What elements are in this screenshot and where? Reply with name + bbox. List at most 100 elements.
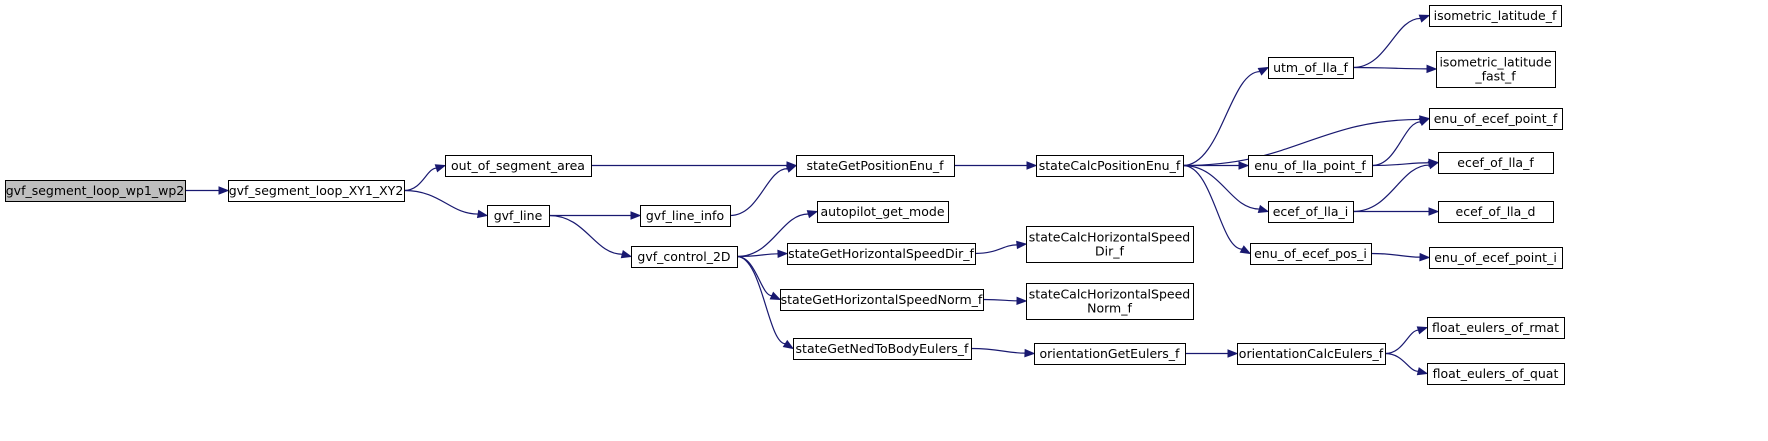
node-box [780,289,984,311]
node-eceflla_d[interactable]: ecef_of_lla_d [1438,201,1554,223]
node-sgpe[interactable]: stateGetPositionEnu_f [796,155,955,177]
arrowhead-ecefllai-to-eceflla_d [1428,207,1440,216]
edge-loopxy-to-outseg [403,167,437,192]
node-box [796,155,955,177]
arrowhead-loopxy-to-gvfline [476,209,489,219]
node-box [1268,57,1354,79]
node-gvflineinfo[interactable]: gvf_line_info [640,205,731,227]
edge-enuecefpos-to-enuecefpi [1370,252,1421,258]
node-feulquat[interactable]: float_eulers_of_quat [1427,363,1565,385]
arrowhead-gvfctrl-to-sghsn [769,291,782,301]
edge-scpe-to-ecefllai [1182,164,1260,210]
node-box [1034,343,1186,365]
node-gvfctrl[interactable]: gvf_control_2D [631,246,738,268]
node-box [487,205,550,227]
node-box [1026,226,1194,263]
arrowhead-sghsd-to-schsd [1016,240,1028,250]
node-isolat[interactable]: isometric_latitude_f [1429,5,1562,27]
arrowhead-scpe-to-enuecefpos [1239,245,1252,255]
node-oge[interactable]: orientationGetEulers_f [1034,343,1186,365]
node-enuecefpos[interactable]: enu_of_ecef_pos_i [1250,243,1372,265]
node-apmode[interactable]: autopilot_get_mode [817,201,949,223]
edge-ecefllai-to-eceflla_f [1352,164,1430,213]
node-box [445,155,592,177]
arrowhead-gvfline-to-gvflineinfo [630,211,642,220]
node-label: utm_of_lla_f [1273,60,1348,75]
arrowhead-gvfctrl-to-sghsd [777,249,789,259]
edge-scpe-to-enuecefpos [1182,164,1243,250]
node-box [1429,247,1563,269]
node-label: gvf_line_info [646,208,724,223]
node-label: stateGetHorizontalSpeedNorm_f [781,292,983,307]
node-outseg[interactable]: out_of_segment_area [445,155,592,177]
node-label: stateCalcHorizontalSpeed [1029,230,1190,245]
node-label: gvf_control_2D [637,249,730,264]
node-scpe[interactable]: stateCalcPositionEnu_f [1036,155,1184,177]
arrowhead-scpe-to-enulla [1238,161,1250,170]
node-label: orientationCalcEulers_f [1239,346,1384,361]
node-box [1248,155,1373,177]
node-box [1429,5,1562,27]
edge-oce-to-feulrmat [1384,329,1419,355]
edge-utm-to-isolat [1352,17,1421,69]
node-label: gvf_segment_loop_wp1_wp2 [6,183,185,198]
node-box [1250,243,1372,265]
node-utm[interactable]: utm_of_lla_f [1268,57,1354,79]
node-sghsd[interactable]: stateGetHorizontalSpeedDir_f [787,243,976,265]
arrowhead-gvfctrl-to-apmode [806,210,819,219]
node-enuecefpf[interactable]: enu_of_ecef_point_f [1429,108,1563,130]
node-box [787,243,976,265]
node-loopxy[interactable]: gvf_segment_loop_XY1_XY2 [228,180,405,202]
node-label: autopilot_get_mode [820,204,944,219]
node-box [1427,317,1565,339]
node-box [1268,201,1354,223]
edge-enulla-to-enuecefpf [1371,121,1421,167]
nodes-layer: gvf_segment_loop_wp1_wp2 gvf_segment_loop… [5,5,1565,385]
node-oce[interactable]: orientationCalcEulers_f [1237,343,1386,365]
edge-gvfctrl-to-sghsn [736,255,773,297]
edge-sghsd-to-schsd [974,244,1018,255]
node-sghsn[interactable]: stateGetHorizontalSpeedNorm_f [780,289,984,311]
arrowhead-scpe-to-utm [1257,66,1270,76]
node-box [228,180,405,202]
edge-gvfctrl-to-sgned [736,255,786,345]
arrowhead-oge-to-oce [1227,349,1239,358]
node-enuecefpi[interactable]: enu_of_ecef_point_i [1429,247,1563,269]
node-sgned[interactable]: stateGetNedToBodyEulers_f [793,338,972,360]
arrowhead-scpe-to-ecefllai [1257,204,1270,214]
node-box [640,205,731,227]
edge-loopxy-to-gvfline [403,189,479,215]
edge-gvflineinfo-to-sgpe [729,168,788,217]
arrowhead-gvflineinfo-to-sgpe [785,164,798,173]
node-label: enu_of_lla_point_f [1254,158,1366,173]
node-root[interactable]: gvf_segment_loop_wp1_wp2 [5,180,186,202]
node-box [5,180,186,202]
node-label: enu_of_ecef_point_f [1434,111,1558,126]
node-ecefllai[interactable]: ecef_of_lla_i [1268,201,1354,223]
node-label: ecef_of_lla_i [1273,204,1349,219]
edges-layer [185,14,1440,376]
node-box [1438,201,1554,223]
node-label: isometric_latitude_f [1434,8,1557,23]
node-label: stateCalcPositionEnu_f [1039,158,1181,173]
node-box [631,246,738,268]
arrowhead-sgpe-to-scpe [1026,161,1038,170]
arrowhead-sghsn-to-schsn [1016,296,1028,306]
node-enulla[interactable]: enu_of_lla_point_f [1248,155,1373,177]
node-label: ecef_of_lla_d [1456,204,1536,219]
node-isolatfast[interactable]: isometric_latitude_fast_f [1436,51,1556,88]
node-label: gvf_line [494,208,543,223]
arrowhead-oce-to-feulrmat [1416,326,1429,335]
node-gvfline[interactable]: gvf_line [487,205,550,227]
node-box [1237,343,1386,365]
edge-oce-to-feulquat [1384,352,1419,372]
node-eceflla_f[interactable]: ecef_of_lla_f [1438,152,1554,174]
node-label: isometric_latitude [1439,55,1551,70]
node-label: gvf_segment_loop_XY1_XY2 [229,183,404,198]
node-feulrmat[interactable]: float_eulers_of_rmat [1427,317,1565,339]
node-label: ecef_of_lla_f [1457,155,1534,170]
arrowhead-gvfctrl-to-sgned [782,339,795,350]
